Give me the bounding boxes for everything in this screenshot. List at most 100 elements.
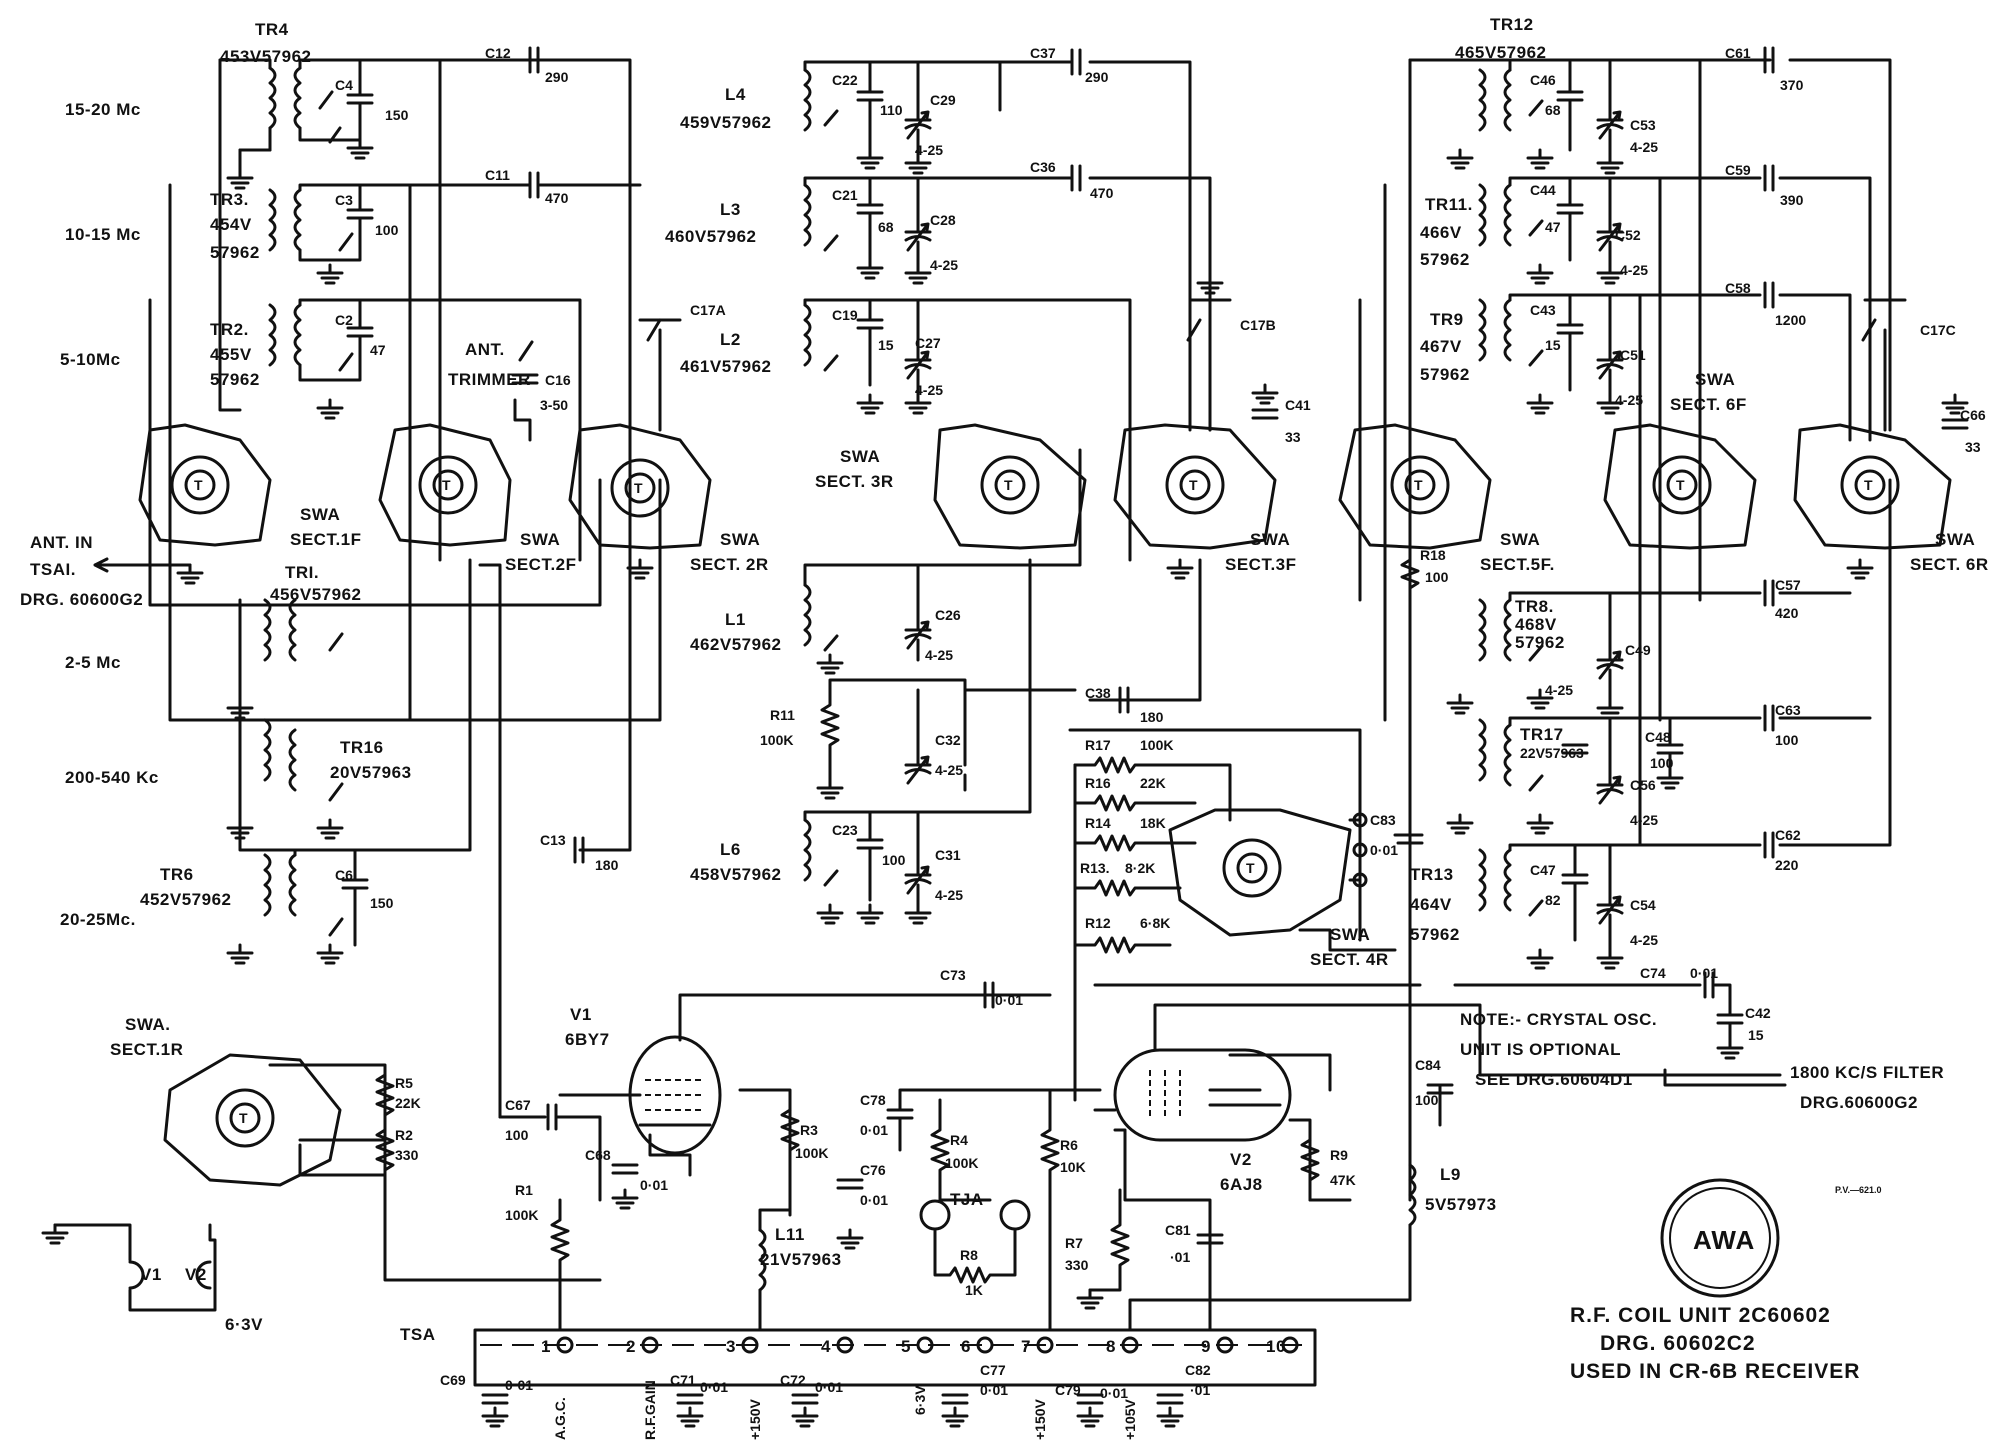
r8-value: 1K bbox=[965, 1282, 983, 1298]
sect6f-label-a: SWA bbox=[1695, 370, 1735, 389]
c58-value: 1200 bbox=[1775, 312, 1806, 328]
tr17-label: TR17 bbox=[1520, 725, 1564, 744]
c71-value: 0·01 bbox=[700, 1379, 728, 1395]
v2-label: V2 bbox=[1230, 1150, 1252, 1169]
tr6-label: TR6 bbox=[160, 865, 194, 884]
band-label-2: 10-15 Mc bbox=[65, 225, 141, 244]
c57-value: 420 bbox=[1775, 605, 1799, 621]
tr8-label: TR8. bbox=[1515, 597, 1554, 616]
jack-tja-left[interactable] bbox=[919, 1199, 951, 1231]
c76-value: 0·01 bbox=[860, 1192, 888, 1208]
tja-label: TJA bbox=[950, 1190, 984, 1209]
c84-value: 100 bbox=[1415, 1092, 1439, 1108]
tsa-terminal-lug bbox=[641, 1336, 659, 1354]
tsa-terminal-lug bbox=[976, 1336, 994, 1354]
c78-value: 0·01 bbox=[860, 1122, 888, 1138]
tr11-part-b: 57962 bbox=[1420, 250, 1470, 269]
c16-label: C16 bbox=[545, 372, 571, 388]
r8-label: R8 bbox=[960, 1247, 978, 1263]
tr3-part-a: 454V bbox=[210, 215, 252, 234]
sect5f-label-b: SECT.5F. bbox=[1480, 555, 1555, 574]
terminal-strip-tsa bbox=[473, 1328, 1317, 1387]
tsa-terminal-number: 3 bbox=[726, 1337, 736, 1356]
c53-value: 4-25 bbox=[1630, 139, 1658, 155]
sect2f-label-b: SECT.2F bbox=[505, 555, 577, 574]
l9-part: 5V57973 bbox=[1425, 1195, 1497, 1214]
c69-label: C69 bbox=[440, 1372, 466, 1388]
c54-value: 4-25 bbox=[1630, 932, 1658, 948]
c76-label: C76 bbox=[860, 1162, 886, 1178]
c21-value: 68 bbox=[878, 219, 894, 235]
c13-value: 180 bbox=[595, 857, 619, 873]
l6-part: 458V57962 bbox=[690, 865, 781, 884]
tr4-part: 453V57962 bbox=[220, 47, 311, 66]
v1-type: 6BY7 bbox=[565, 1030, 610, 1049]
c57-label: C57 bbox=[1775, 577, 1801, 593]
c27-label: C27 bbox=[915, 335, 941, 351]
c54-label: C54 bbox=[1630, 897, 1656, 913]
c23-label: C23 bbox=[832, 822, 858, 838]
tr9-part-b: 57962 bbox=[1420, 365, 1470, 384]
c11-label: C11 bbox=[485, 167, 510, 183]
c79-value: 0·01 bbox=[1100, 1385, 1128, 1401]
oscillator-coil-section bbox=[1338, 46, 1969, 1202]
tr3-label: TR3. bbox=[210, 190, 249, 209]
jack-tja-right[interactable] bbox=[999, 1199, 1031, 1231]
sect1r-label-b: SECT.1R bbox=[110, 1040, 183, 1059]
sect3f-label-b: SECT.3F bbox=[1225, 555, 1297, 574]
r17-label: R17 bbox=[1085, 737, 1111, 753]
c17a-label: C17A bbox=[690, 302, 726, 318]
tr11-part-a: 466V bbox=[1420, 223, 1462, 242]
c43-label: C43 bbox=[1530, 302, 1556, 318]
l11-part: 21V57963 bbox=[760, 1250, 842, 1269]
r2-value: 330 bbox=[395, 1147, 419, 1163]
r1-label: R1 bbox=[515, 1182, 533, 1198]
tr12-label: TR12 bbox=[1490, 15, 1534, 34]
r2-label: R2 bbox=[395, 1127, 413, 1143]
rfgain-label: R.F.GAIN bbox=[642, 1380, 658, 1440]
c36-value: 470 bbox=[1090, 185, 1114, 201]
note-line-3: SEE DRG.60604D1 bbox=[1475, 1070, 1633, 1089]
c23-value: 100 bbox=[882, 852, 906, 868]
l3-label: L3 bbox=[720, 200, 741, 219]
c32-value: 4-25 bbox=[935, 762, 963, 778]
tr11-label: TR11. bbox=[1425, 195, 1473, 214]
r6-value: 10K bbox=[1060, 1159, 1086, 1175]
tsa-terminal-lug bbox=[836, 1336, 854, 1354]
tsa-terminal-number: 5 bbox=[901, 1337, 911, 1356]
title-line-2: DRG. 60602C2 bbox=[1600, 1332, 1756, 1355]
c11-value: 470 bbox=[545, 190, 569, 206]
c81-value: ·01 bbox=[1170, 1249, 1190, 1265]
c17b-label: C17B bbox=[1240, 317, 1276, 333]
c49-value: 4-25 bbox=[1545, 682, 1573, 698]
c59-value: 390 bbox=[1780, 192, 1804, 208]
c3-label: C3 bbox=[335, 192, 353, 208]
tsa-terminal-number: 1 bbox=[541, 1337, 551, 1356]
c29-value: 4-25 bbox=[915, 142, 943, 158]
ant-trimmer-label-a: ANT. bbox=[465, 340, 505, 359]
tr9-label: TR9 bbox=[1430, 310, 1464, 329]
c68-label: C68 bbox=[585, 1147, 611, 1163]
c74-value: 0·01 bbox=[1690, 965, 1718, 981]
c6-label: C6 bbox=[335, 867, 353, 883]
c2-value: 47 bbox=[370, 342, 386, 358]
sect3r-label-a: SWA bbox=[840, 447, 880, 466]
c31-value: 4-25 bbox=[935, 887, 963, 903]
sect1f-label-b: SECT.1F bbox=[290, 530, 362, 549]
c67-label: C67 bbox=[505, 1097, 531, 1113]
sect4r-label-b: SECT. 4R bbox=[1310, 950, 1389, 969]
c2-label: C2 bbox=[335, 312, 353, 328]
r6-label: R6 bbox=[1060, 1137, 1078, 1153]
tsa-terminal-lug bbox=[916, 1336, 934, 1354]
c83-label: C83 bbox=[1370, 812, 1396, 828]
c4-label: C4 bbox=[335, 77, 353, 93]
c13-label: C13 bbox=[540, 832, 566, 848]
l4-part: 459V57962 bbox=[680, 113, 771, 132]
c62-value: 220 bbox=[1775, 857, 1799, 873]
p150-label: +150V bbox=[747, 1398, 763, 1440]
c72-label: C72 bbox=[780, 1372, 806, 1388]
c84-label: C84 bbox=[1415, 1057, 1441, 1073]
c83-value: 0·01 bbox=[1370, 842, 1398, 858]
ant-in-label: ANT. IN bbox=[30, 533, 93, 552]
